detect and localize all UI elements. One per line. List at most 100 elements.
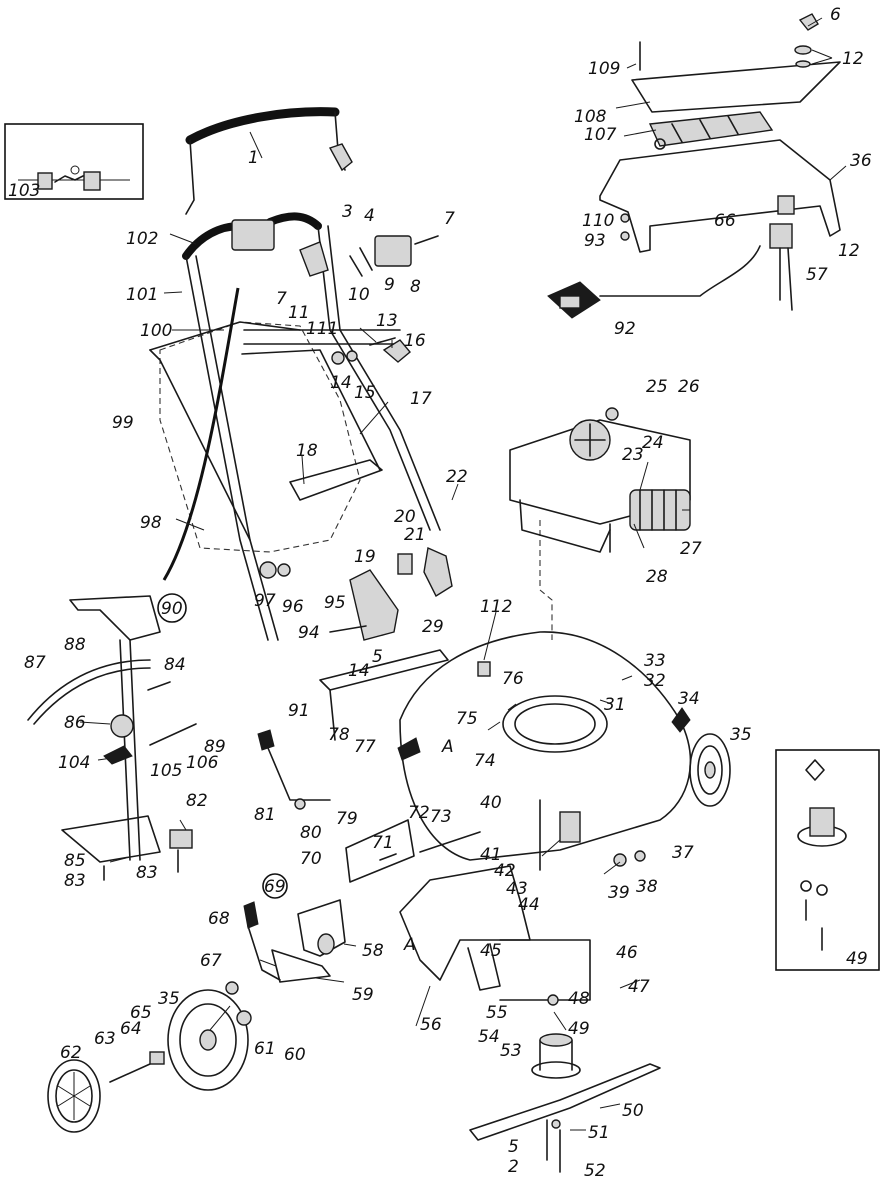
callout-5: 5 bbox=[372, 647, 383, 667]
callout-81: 81 bbox=[254, 805, 276, 825]
blade-adapter-area-46-48 bbox=[499, 799, 591, 1006]
charger-92 bbox=[547, 281, 601, 319]
callout-43: 43 bbox=[506, 879, 528, 899]
leader-lines bbox=[79, 17, 847, 1131]
callout-83b: 83 bbox=[136, 863, 158, 883]
callout-7b: 7 bbox=[276, 289, 287, 309]
axle-bolt-63-64-65 bbox=[109, 1051, 165, 1083]
handle-bracket-hardware bbox=[331, 337, 411, 365]
control-mount-88-87-84 bbox=[27, 595, 197, 861]
callout-82: 82 bbox=[186, 791, 208, 811]
front-axle-70-71-41 bbox=[345, 819, 481, 883]
callout-83: 83 bbox=[64, 871, 86, 891]
callout-98: 98 bbox=[140, 513, 162, 533]
callout-90: 90 bbox=[161, 599, 183, 619]
callout-42: 42 bbox=[494, 861, 516, 881]
callout-59: 59 bbox=[352, 985, 374, 1005]
callout-17: 17 bbox=[410, 389, 432, 409]
callout-97: 97 bbox=[254, 591, 276, 611]
callout-31: 31 bbox=[604, 695, 626, 715]
callout-104: 104 bbox=[58, 753, 90, 773]
callout-50: 50 bbox=[622, 1101, 644, 1121]
callout-84: 84 bbox=[164, 655, 186, 675]
battery-pack-107 bbox=[648, 111, 774, 150]
hubcap-62 bbox=[47, 1059, 101, 1133]
blade-bolt-2-5-51-52 bbox=[546, 1119, 561, 1173]
callout-94: 94 bbox=[298, 623, 320, 643]
callout-1: 1 bbox=[248, 148, 259, 168]
callout-18: 18 bbox=[296, 441, 318, 461]
callout-62: 62 bbox=[60, 1043, 82, 1063]
callout-76: 76 bbox=[502, 669, 524, 689]
callout-12b: 12 bbox=[838, 241, 860, 261]
callout-labels: 1 2 3 4 5 5 6 7 7 8 9 10 11 12 12 13 14 … bbox=[8, 5, 872, 1181]
callout-72: 72 bbox=[408, 803, 430, 823]
callout-14: 14 bbox=[330, 373, 352, 393]
callout-103: 103 bbox=[8, 181, 40, 201]
callout-73: 73 bbox=[430, 807, 452, 827]
callout-64: 64 bbox=[120, 1019, 142, 1039]
callout-65: 65 bbox=[130, 1003, 152, 1023]
callout-85: 85 bbox=[64, 851, 86, 871]
callout-75: 75 bbox=[456, 709, 478, 729]
callout-100: 100 bbox=[140, 321, 172, 341]
callout-37: 37 bbox=[672, 843, 694, 863]
callout-44: 44 bbox=[518, 895, 540, 915]
callout-107: 107 bbox=[584, 125, 617, 145]
callout-11: 11 bbox=[288, 303, 310, 323]
deck-fittings-34-38-39 bbox=[613, 707, 691, 867]
callout-16: 16 bbox=[404, 331, 426, 351]
upper-handle-1 bbox=[185, 107, 353, 215]
callout-56: 56 bbox=[420, 1015, 442, 1035]
callout-102: 102 bbox=[126, 229, 158, 249]
callout-88: 88 bbox=[64, 635, 86, 655]
callout-92: 92 bbox=[614, 319, 636, 339]
callout-57: 57 bbox=[806, 265, 828, 285]
blade-adapter-49 bbox=[531, 1033, 581, 1079]
callout-108: 108 bbox=[574, 107, 607, 127]
callout-20: 20 bbox=[394, 507, 416, 527]
callout-34: 34 bbox=[678, 689, 700, 709]
callout-22: 22 bbox=[446, 467, 468, 487]
callout-26: 26 bbox=[678, 377, 700, 397]
callout-10: 10 bbox=[348, 285, 370, 305]
callout-106: 106 bbox=[186, 753, 219, 773]
control-bracket-8-9-10 bbox=[299, 235, 439, 277]
callout-99: 99 bbox=[112, 413, 134, 433]
callout-14b: 14 bbox=[348, 661, 370, 681]
callout-41: 41 bbox=[480, 845, 502, 865]
callout-40: 40 bbox=[480, 793, 502, 813]
callout-7: 7 bbox=[444, 209, 455, 229]
grass-bag-98-99-100 bbox=[149, 321, 383, 553]
front-wheel-35 bbox=[167, 989, 249, 1091]
callout-2: 2 bbox=[508, 1157, 519, 1177]
callout-35: 35 bbox=[730, 725, 752, 745]
rear-wheel-35 bbox=[689, 733, 731, 807]
callout-69-circle bbox=[262, 873, 288, 899]
callout-105: 105 bbox=[150, 761, 182, 781]
callout-47: 47 bbox=[628, 977, 650, 997]
handle-102 bbox=[182, 212, 441, 641]
callout-39: 39 bbox=[608, 883, 630, 903]
callout-60: 60 bbox=[284, 1045, 306, 1065]
inset-box-103 bbox=[4, 123, 144, 200]
callout-35b: 35 bbox=[158, 989, 180, 1009]
callout-36: 36 bbox=[850, 151, 872, 171]
callout-86: 86 bbox=[64, 713, 86, 733]
callout-87: 87 bbox=[24, 653, 46, 673]
cover-plate-108 bbox=[631, 61, 841, 113]
height-lever-81 bbox=[257, 729, 331, 810]
callout-4: 4 bbox=[364, 206, 375, 226]
height-adjuster-59-60-61-67-68 bbox=[225, 901, 331, 1026]
callout-111: 111 bbox=[306, 319, 338, 339]
callout-63: 63 bbox=[94, 1029, 116, 1049]
callout-9: 9 bbox=[384, 275, 395, 295]
callout-96: 96 bbox=[282, 597, 304, 617]
callout-109: 109 bbox=[588, 59, 620, 79]
callout-28: 28 bbox=[646, 567, 668, 587]
callout-70: 70 bbox=[300, 849, 322, 869]
callout-53: 53 bbox=[500, 1041, 522, 1061]
callout-95: 95 bbox=[324, 593, 346, 613]
callout-21: 21 bbox=[404, 525, 426, 545]
engine-28 bbox=[509, 407, 691, 553]
